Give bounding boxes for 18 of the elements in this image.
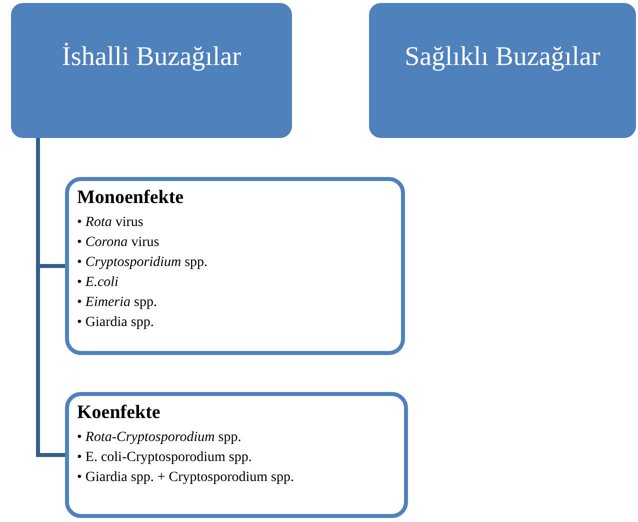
list-item: • E. coli-Cryptosporodium spp. bbox=[77, 449, 252, 467]
category-title: İshalli Buzağılar bbox=[62, 41, 242, 72]
list-item: • Giardia spp. + Cryptosporodium spp. bbox=[77, 469, 294, 487]
connector-line bbox=[36, 138, 65, 457]
category-box bbox=[11, 3, 292, 138]
category-title: Sağlıklı Buzağılar bbox=[404, 41, 600, 72]
list-heading: Monoenfekte bbox=[77, 187, 184, 209]
list-box bbox=[65, 392, 408, 518]
list-item: • Rota-Cryptosporodium spp. bbox=[77, 429, 242, 447]
list-box bbox=[65, 177, 405, 355]
list-heading: Koenfekte bbox=[77, 402, 160, 424]
list-item: • Rota virus bbox=[77, 214, 144, 232]
list-item: • Eimeria spp. bbox=[77, 294, 157, 312]
category-box bbox=[369, 3, 636, 138]
list-item: • Giardia spp. bbox=[77, 314, 154, 332]
list-item: • E.coli bbox=[77, 274, 118, 292]
list-item: • Cryptosporidium spp. bbox=[77, 254, 208, 272]
list-item: • Corona virus bbox=[77, 234, 160, 252]
